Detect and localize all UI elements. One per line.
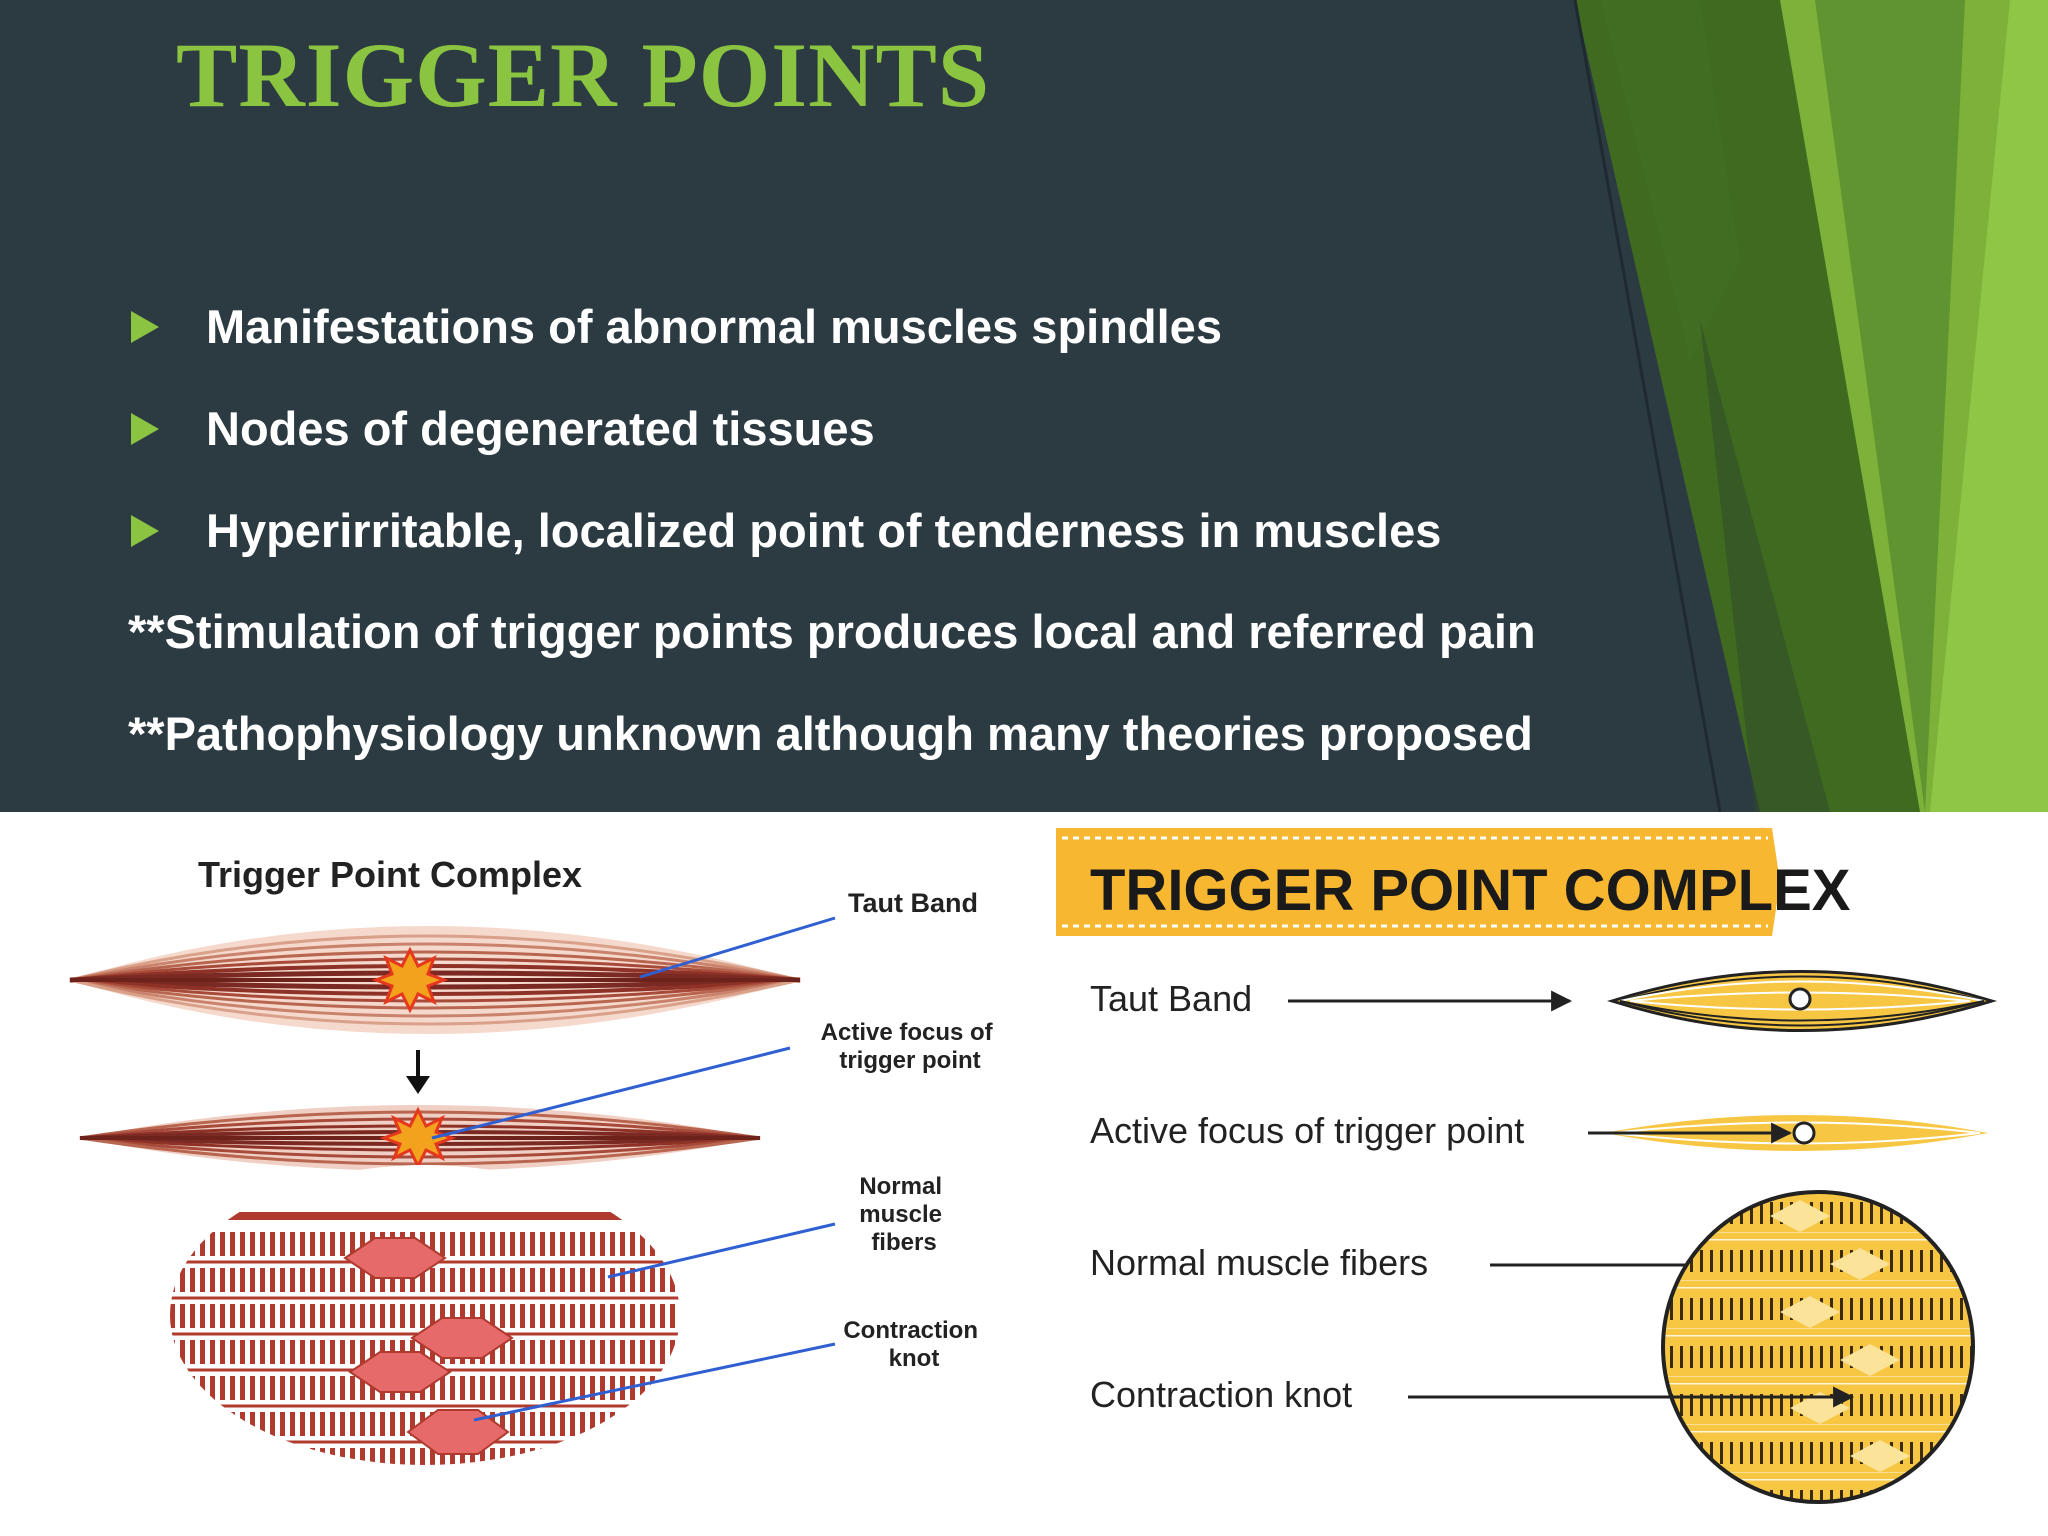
normal-fibers-leader bbox=[607, 1222, 836, 1279]
right-label-taut-band: Taut Band bbox=[1090, 978, 1252, 1019]
yellow-fibers-circle bbox=[1661, 1190, 1975, 1504]
left-label-contraction-knot: Contraction knot bbox=[843, 1317, 984, 1372]
note-stimulation: **Stimulation of trigger points produces… bbox=[128, 605, 1536, 658]
note-pathophysiology: **Pathophysiology unknown although many … bbox=[128, 707, 1533, 760]
green-stripe-decoration bbox=[1573, 0, 2048, 812]
banner-title: TRIGGER POINT COMPLEX bbox=[1090, 858, 1851, 923]
right-label-contraction-knot: Contraction knot bbox=[1090, 1374, 1352, 1415]
banner: TRIGGER POINT COMPLEX bbox=[1056, 828, 1851, 936]
left-trigger-point-diagram: Trigger Point Complex bbox=[69, 854, 1000, 1465]
taut-band-leader bbox=[639, 916, 836, 979]
right-label-normal-fibers: Normal muscle fibers bbox=[1090, 1242, 1428, 1283]
right-trigger-point-diagram: TRIGGER POINT COMPLEX Taut Band Active f… bbox=[1056, 828, 1998, 1504]
yellow-taut-band-spindle bbox=[1606, 970, 1998, 1032]
right-label-active-focus: Active focus of trigger point bbox=[1090, 1110, 1524, 1151]
header-panel: TRIGGER POINTS Manifestations of abnorma… bbox=[0, 0, 2048, 812]
trigger-point-diagrams: Trigger Point Complex bbox=[69, 828, 1998, 1504]
bullet-item: Hyperirritable, localized point of tende… bbox=[128, 480, 1441, 582]
bullet-item: Manifestations of abnormal muscles spind… bbox=[128, 276, 1441, 378]
bullet-text: Hyperirritable, localized point of tende… bbox=[206, 504, 1442, 557]
muscle-fibers-oval bbox=[170, 1165, 680, 1465]
left-label-taut-band: Taut Band bbox=[848, 888, 978, 918]
active-focus-spindle bbox=[79, 1105, 761, 1171]
left-label-normal-fibers: Normal muscle fibers bbox=[859, 1173, 948, 1256]
triangle-bullet-icon bbox=[131, 311, 159, 343]
active-focus-leader bbox=[431, 1046, 791, 1140]
left-label-active-focus: Active focus of trigger point bbox=[821, 1019, 1000, 1074]
taut-band-spindle bbox=[69, 926, 801, 1034]
bullet-item: Nodes of degenerated tissues bbox=[128, 378, 1441, 480]
triangle-bullet-icon bbox=[131, 413, 159, 445]
active-focus-point bbox=[1792, 1121, 1816, 1145]
bullet-list: Manifestations of abnormal muscles spind… bbox=[128, 276, 1441, 582]
triangle-bullet-icon bbox=[131, 515, 159, 547]
bullet-text: Manifestations of abnormal muscles spind… bbox=[206, 300, 1222, 353]
down-arrow-head-icon bbox=[406, 1076, 430, 1094]
bullet-text: Nodes of degenerated tissues bbox=[206, 402, 875, 455]
slide-title: TRIGGER POINTS bbox=[176, 24, 991, 126]
left-diagram-title: Trigger Point Complex bbox=[198, 854, 582, 895]
contraction-knot-leader bbox=[473, 1342, 836, 1422]
